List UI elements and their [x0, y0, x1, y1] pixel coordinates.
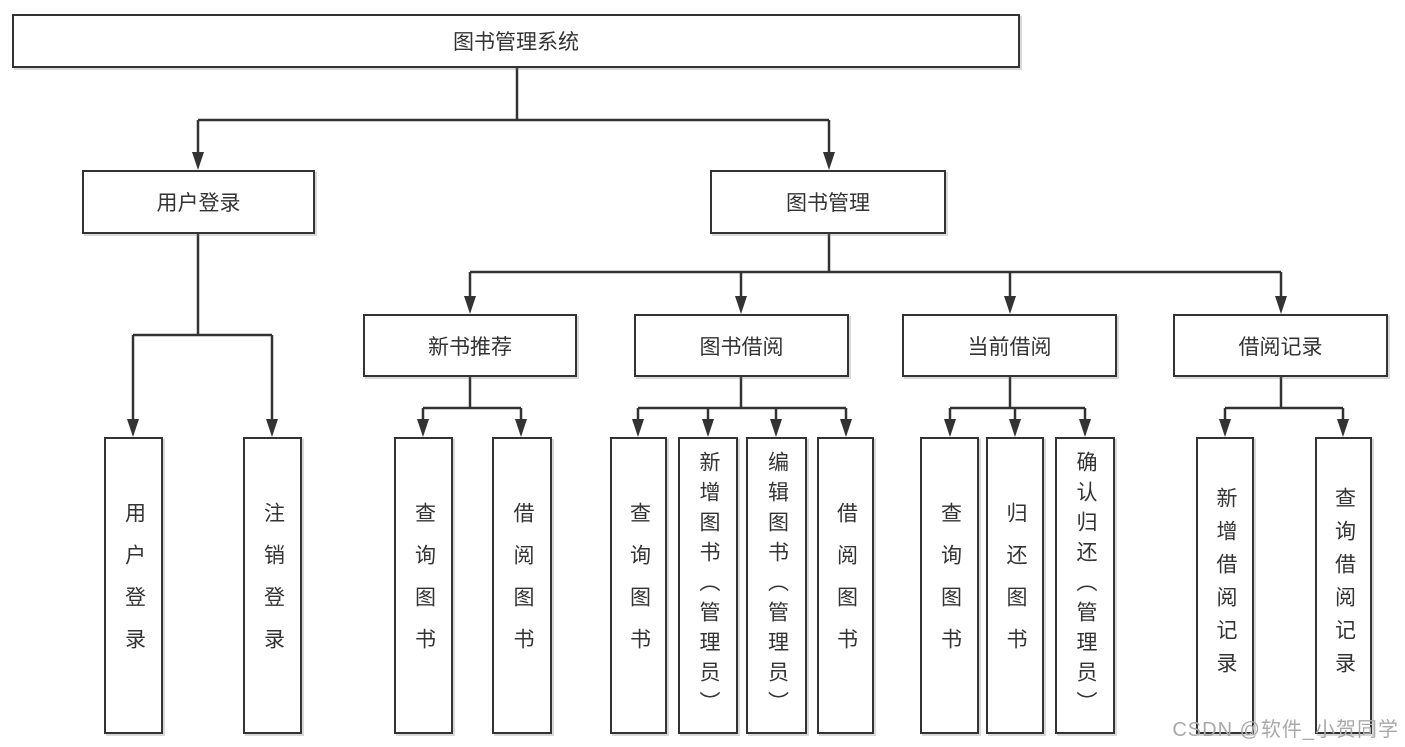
leaf-borrow-books-recommend: 借阅图书: [492, 437, 552, 734]
arrowhead-icon: [266, 419, 278, 437]
arrowhead-icon: [1275, 296, 1287, 314]
arrowhead-icon: [192, 152, 204, 170]
arrowhead-icon: [1009, 419, 1021, 437]
tree-edges: [131, 68, 1345, 421]
node-label: 当前借阅: [967, 335, 1052, 359]
node-label: 新书推荐: [428, 335, 512, 359]
watermark: CSDN @软件_小贺同学: [1172, 719, 1399, 741]
node-label: 借阅图书: [834, 501, 858, 670]
leaf-user-login: 用户登录: [104, 437, 163, 734]
arrowhead-icon: [632, 419, 644, 437]
node-label: 确认归还（管理员）: [1074, 450, 1097, 721]
leaf-edit-book-admin: 编辑图书（管理员）: [746, 437, 807, 734]
arrowhead-icon: [840, 419, 852, 437]
arrowhead-icon: [944, 419, 956, 437]
arrowhead-icon: [464, 296, 476, 314]
node-book-management: 图书管理: [710, 170, 946, 234]
leaf-query-borrow-record: 查询借阅记录: [1315, 437, 1372, 734]
node-label: 查询借阅记录: [1332, 486, 1356, 685]
node-label: 编辑图书（管理员）: [765, 450, 789, 721]
node-library-management-system: 图书管理系统: [12, 14, 1020, 68]
leaf-borrow-books-borrowing: 借阅图书: [817, 437, 874, 734]
node-book-borrowing: 图书借阅: [634, 314, 849, 377]
arrowhead-icon: [770, 419, 782, 437]
node-label: 用户登录: [122, 501, 146, 670]
leaf-return-books: 归还图书: [986, 437, 1044, 734]
node-label: 新增借阅记录: [1214, 486, 1237, 685]
node-label: 归还图书: [1004, 501, 1027, 670]
arrowhead-icon: [417, 419, 429, 437]
arrowhead-icon: [1004, 296, 1016, 314]
node-borrowing-records: 借阅记录: [1173, 314, 1388, 377]
node-label: 图书管理: [786, 192, 870, 215]
arrowhead-icon: [127, 419, 139, 437]
node-label: 图书借阅: [699, 335, 784, 359]
arrowhead-icon: [735, 296, 747, 314]
node-new-book-recommendation: 新书推荐: [363, 314, 577, 377]
node-label: 用户登录: [156, 192, 241, 215]
node-label: 查询图书: [938, 501, 962, 670]
arrowhead-icon: [1219, 419, 1231, 437]
node-label: 新增图书（管理员）: [697, 450, 720, 721]
arrowheads: [127, 152, 1349, 437]
leaf-add-borrow-record: 新增借阅记录: [1196, 437, 1254, 734]
leaf-query-books-borrowing: 查询图书: [610, 437, 667, 734]
leaf-query-books-current: 查询图书: [920, 437, 979, 734]
node-current-borrowing: 当前借阅: [902, 314, 1117, 377]
node-label: 查询图书: [412, 501, 436, 670]
node-label: 借阅图书: [511, 501, 534, 670]
arrowhead-icon: [823, 152, 835, 170]
node-label: 查询图书: [627, 501, 651, 670]
leaf-confirm-return-admin: 确认归还（管理员）: [1055, 437, 1115, 734]
leaf-logout: 注销登录: [243, 437, 302, 734]
arrowhead-icon: [1079, 419, 1091, 437]
arrowhead-icon: [1337, 419, 1349, 437]
node-label: 图书管理系统: [453, 31, 579, 54]
node-label: 借阅记录: [1238, 335, 1323, 359]
arrowhead-icon: [515, 419, 527, 437]
node-user-login: 用户登录: [82, 170, 315, 234]
leaf-add-book-admin: 新增图书（管理员）: [678, 437, 738, 734]
arrowhead-icon: [702, 419, 714, 437]
leaf-query-books-recommend: 查询图书: [394, 437, 453, 734]
node-label: 注销登录: [261, 501, 285, 670]
